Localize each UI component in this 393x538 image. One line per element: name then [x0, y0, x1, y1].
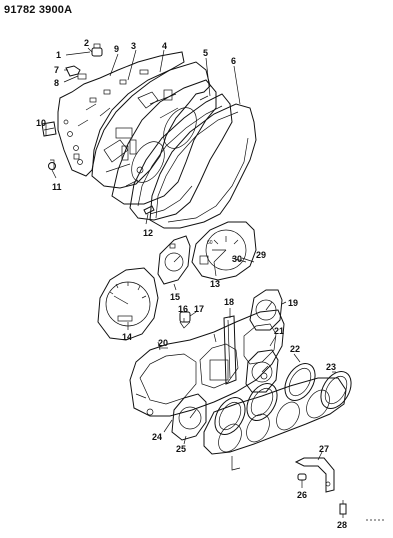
diagram-code: 91782 3900A [4, 4, 73, 16]
speedometer-part: 60 [191, 221, 257, 281]
callout-14: 14 [122, 332, 132, 342]
callout-1: 1 [56, 50, 61, 60]
callout-12: 12 [143, 228, 153, 238]
callout-26: 26 [297, 490, 307, 500]
callout-4: 4 [162, 41, 167, 51]
callout-11: 11 [52, 182, 62, 192]
leader-lines [45, 47, 344, 518]
callout-5: 5 [203, 48, 208, 58]
meter-housing-part [129, 309, 285, 417]
callout-19: 19 [288, 298, 298, 308]
callout-9: 9 [114, 44, 119, 54]
callout-2: 2 [84, 38, 89, 48]
callout-16: 16 [178, 304, 188, 314]
callout-29: 29 [256, 250, 266, 260]
callout-20: 20 [158, 338, 168, 348]
volt-gauge-part [171, 393, 207, 441]
callout-17: 17 [194, 304, 204, 314]
callout-labels: 1 2 3 4 5 6 7 8 9 10 11 12 13 14 15 16 1… [36, 38, 347, 530]
temp-gauge-part [249, 289, 283, 331]
meter-panel-part [111, 79, 217, 205]
indicator-lamp-part [179, 311, 191, 329]
callout-21: 21 [274, 326, 284, 336]
bracket-part [209, 315, 237, 385]
callout-8: 8 [54, 78, 59, 88]
callout-7: 7 [54, 65, 59, 75]
screw-part [143, 205, 155, 215]
bulb-socket-part [41, 43, 103, 170]
oil-gauge-part [245, 349, 279, 393]
callout-6: 6 [231, 56, 236, 66]
callout-30: 30 [232, 254, 242, 264]
meter-glass-part [129, 93, 233, 221]
meter-hood-part [149, 103, 257, 229]
callout-25: 25 [176, 444, 186, 454]
callout-13: 13 [210, 279, 220, 289]
callout-18: 18 [224, 297, 234, 307]
callout-10: 10 [36, 118, 46, 128]
circuit-board-part [57, 51, 185, 177]
svg-text:60: 60 [207, 240, 213, 246]
callout-15: 15 [170, 292, 180, 302]
callout-22: 22 [290, 344, 300, 354]
gauge-bezel-part [203, 377, 347, 471]
callout-28: 28 [337, 520, 347, 530]
mounting-bracket-part [294, 457, 347, 515]
callout-27: 27 [319, 444, 329, 454]
callout-3: 3 [131, 41, 136, 51]
callout-23: 23 [326, 362, 336, 372]
fuel-gauge-part [157, 235, 191, 285]
callout-24: 24 [152, 432, 162, 442]
